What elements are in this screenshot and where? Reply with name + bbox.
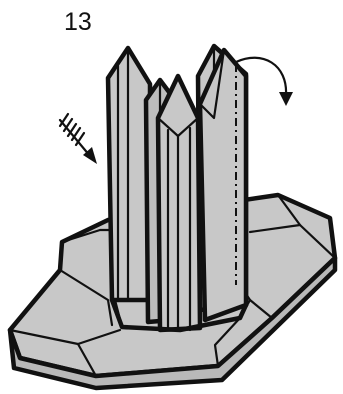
stem-bundle xyxy=(108,46,246,330)
step-number: 13 xyxy=(64,8,92,36)
push-arrow-icon xyxy=(60,114,97,164)
